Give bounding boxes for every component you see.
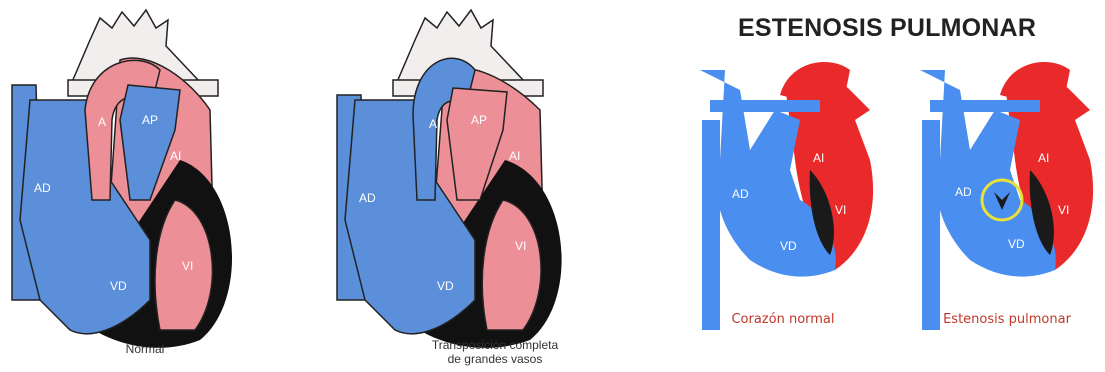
- caption-normal: Normal: [100, 342, 190, 356]
- label-a: A: [98, 115, 106, 129]
- label-ad: AD: [34, 181, 51, 195]
- pulmonary-artery-branch: [930, 100, 1040, 112]
- label-vi: VI: [515, 239, 526, 253]
- label-ai: AI: [1038, 151, 1049, 165]
- caption-transposition-line2: de grandes vasos: [415, 352, 575, 366]
- label-ai: AI: [813, 151, 824, 165]
- label-vd: VD: [1008, 237, 1025, 251]
- svc-blue: [702, 120, 720, 330]
- normal-heart-diagram: AP A AD AI VD VI: [0, 0, 250, 372]
- caption-corazon-normal: Corazón normal: [718, 312, 848, 327]
- label-ad: AD: [359, 191, 376, 205]
- caption-transposition-line1: Transposición completa: [415, 338, 575, 352]
- label-ad: AD: [955, 185, 972, 199]
- label-ai: AI: [170, 149, 181, 163]
- caption-estenosis-pulmonar: Estenosis pulmonar: [922, 312, 1092, 327]
- label-vi: VI: [182, 259, 193, 273]
- caption-transposition: Transposición completa de grandes vasos: [415, 338, 575, 366]
- label-ap: AP: [471, 113, 487, 127]
- label-ap: AP: [142, 113, 158, 127]
- label-vi: VI: [1058, 203, 1069, 217]
- label-ai: AI: [509, 149, 520, 163]
- label-vi: VI: [835, 203, 846, 217]
- label-vd: VD: [110, 279, 127, 293]
- label-ad: AD: [732, 187, 749, 201]
- svc-blue: [922, 120, 940, 330]
- label-vd: VD: [780, 239, 797, 253]
- label-a: A: [429, 117, 437, 131]
- label-vd: VD: [437, 279, 454, 293]
- pulmonary-artery-branch: [710, 100, 820, 112]
- transposition-heart-diagram: A AP AD AI VD VI: [325, 0, 585, 372]
